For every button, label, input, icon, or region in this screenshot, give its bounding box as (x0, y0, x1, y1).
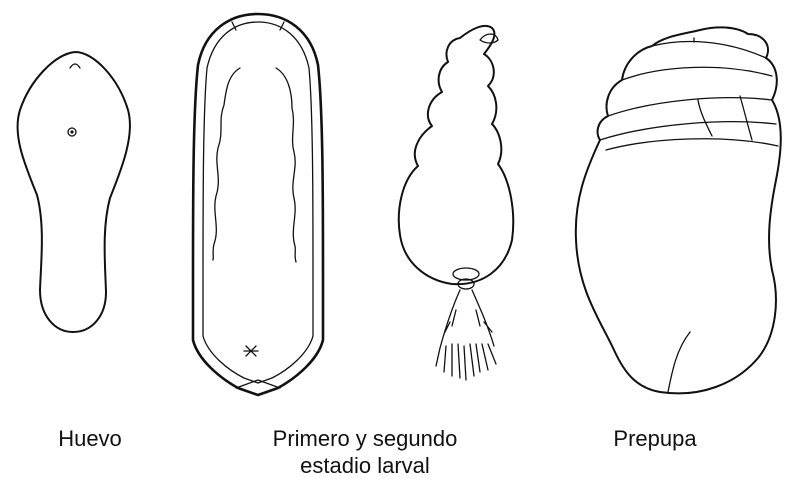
later-larva-drawing (397, 24, 515, 381)
prepupa-segment-7 (739, 95, 753, 141)
prepupa-body-outline (574, 26, 782, 395)
prepupa-segment-3 (607, 97, 773, 117)
larva-drawing (191, 12, 325, 397)
prepupa-drawing (574, 26, 782, 395)
larva-tail-tip (235, 379, 281, 389)
larva-posterior-spiracle (243, 345, 259, 357)
caption-egg-text: Huevo (58, 426, 122, 451)
caption-prepupa: Prepupa (590, 425, 720, 452)
egg-nucleus (67, 127, 77, 137)
later-larva-tail-tuft (435, 289, 497, 381)
prepupa-lower-fold (667, 331, 691, 393)
prepupa-segment-4 (599, 121, 777, 141)
caption-larval-instars: Primero y segundo estadio larval (225, 425, 505, 479)
later-larva-head (479, 33, 499, 44)
later-larva-spiracle-inner (457, 278, 475, 290)
prepupa-segment-2 (621, 66, 773, 81)
prepupa-segment-6 (697, 99, 713, 137)
egg-micropyle (69, 63, 81, 69)
larva-head-mark (231, 21, 285, 31)
egg-outline (16, 51, 131, 333)
larva-outer-outline (191, 12, 325, 397)
larva-inner-outline (202, 21, 314, 384)
larva-left-trachea (212, 67, 241, 261)
prepupa-segment-5 (605, 138, 779, 151)
caption-prepupa-text: Prepupa (613, 426, 697, 451)
larva-right-trachea (275, 67, 297, 263)
caption-larval-line-2: estadio larval (300, 453, 430, 478)
caption-larval-line-1: Primero y segundo (272, 426, 458, 451)
caption-egg: Huevo (40, 425, 140, 452)
later-larva-outline (397, 24, 515, 286)
egg-nucleus-center (70, 130, 74, 134)
egg-drawing (16, 51, 131, 333)
later-larva-spiracle-disk (452, 267, 480, 281)
prepupa-segment-1 (651, 40, 767, 59)
